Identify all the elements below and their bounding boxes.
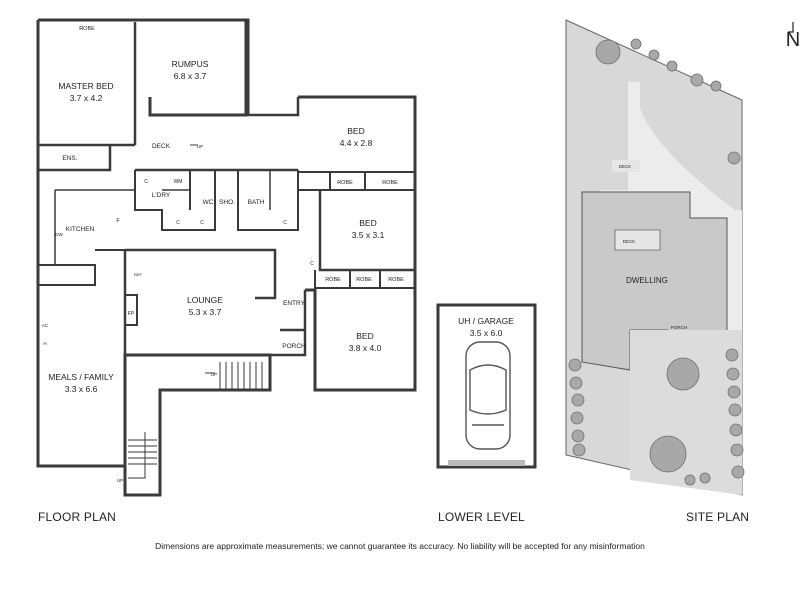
ensuite-label: ENS.: [62, 155, 77, 162]
north-label: N: [786, 29, 800, 51]
robe-label-bed2a: ROBE: [337, 180, 353, 186]
site-deck-label-2: DECK: [623, 239, 636, 244]
fireplace-label: FP: [128, 311, 135, 317]
garage-size: 3.5 x 6.0: [470, 328, 503, 338]
disclaimer-text: Dimensions are approximate measurements;…: [155, 541, 645, 551]
heater-label: H: [43, 341, 46, 346]
robe-label-bed4b: ROBE: [356, 277, 372, 283]
room-bed3-name: BED: [359, 218, 376, 228]
site-porch-label: PORCH: [671, 325, 687, 330]
room-meals-size: 3.3 x 6.6: [65, 384, 98, 394]
fridge-label: F: [116, 218, 120, 224]
stairs-up-label: UP: [211, 372, 217, 377]
ac-label: AC: [42, 323, 49, 328]
outer-wall: [36, 18, 417, 497]
robe-label-bed4a: ROBE: [325, 277, 341, 283]
cupboard-label-5: C: [310, 261, 314, 267]
cupboard-label-3: C: [200, 220, 204, 226]
kitchen-label: KITCHEN: [66, 226, 95, 233]
cupboard-label-2: C: [176, 220, 180, 226]
lower-level: [436, 303, 537, 469]
lower-level-caption: LOWER LEVEL: [438, 510, 525, 524]
room-rumpus-size: 6.8 x 3.7: [174, 71, 207, 81]
room-bed2-size: 4.4 x 2.8: [340, 138, 373, 148]
room-meals-name: MEALS / FAMILY: [48, 372, 114, 382]
garage-name: UH / GARAGE: [458, 316, 514, 326]
porch-label: PORCH: [282, 343, 306, 350]
room-bed3-size: 3.5 x 3.1: [352, 230, 385, 240]
deck-label: DECK: [152, 143, 171, 150]
room-rumpus-name: RUMPUS: [172, 59, 209, 69]
floor-plan: [36, 18, 417, 497]
tree-icons: [568, 38, 745, 486]
room-bed4-size: 3.8 x 4.0: [349, 343, 382, 353]
site-deck-label-1: DECK: [619, 164, 632, 169]
stairs-up-label-2: UP: [117, 478, 123, 483]
room-master-bed-size: 3.7 x 4.2: [70, 93, 103, 103]
floor-plan-caption: FLOOR PLAN: [38, 510, 117, 524]
room-master-bed-name: MASTER BED: [58, 81, 113, 91]
car-icon: [465, 341, 511, 450]
shower-label: SHO.: [219, 199, 235, 206]
deck-up-label: UP: [197, 144, 203, 149]
wc-label: WC: [203, 199, 214, 206]
robe-label-bed4c: ROBE: [388, 277, 404, 283]
room-lounge-size: 5.3 x 3.7: [189, 307, 222, 317]
room-lounge-name: LOUNGE: [187, 295, 223, 305]
dishwasher-label: DW: [55, 232, 63, 237]
bath-label: BATH: [248, 199, 265, 206]
wm-label: WM: [174, 179, 183, 185]
site-plan-caption: SITE PLAN: [686, 510, 750, 524]
cupboard-label-4: C: [283, 220, 287, 226]
room-bed2-name: BED: [347, 126, 364, 136]
entry-label: ENTRY: [283, 300, 306, 307]
robe-label-master: ROBE: [79, 26, 95, 32]
robe-label-bed2b: ROBE: [382, 180, 398, 186]
laundry-label: L'DRY: [152, 192, 171, 199]
site-plan: [565, 19, 794, 496]
room-bed4-name: BED: [356, 331, 373, 341]
north-arrow-icon: [788, 22, 794, 33]
site-dwelling-label: DWELLING: [626, 276, 668, 285]
ref-label: REF: [134, 272, 143, 277]
cupboard-label-1: C: [144, 179, 148, 185]
